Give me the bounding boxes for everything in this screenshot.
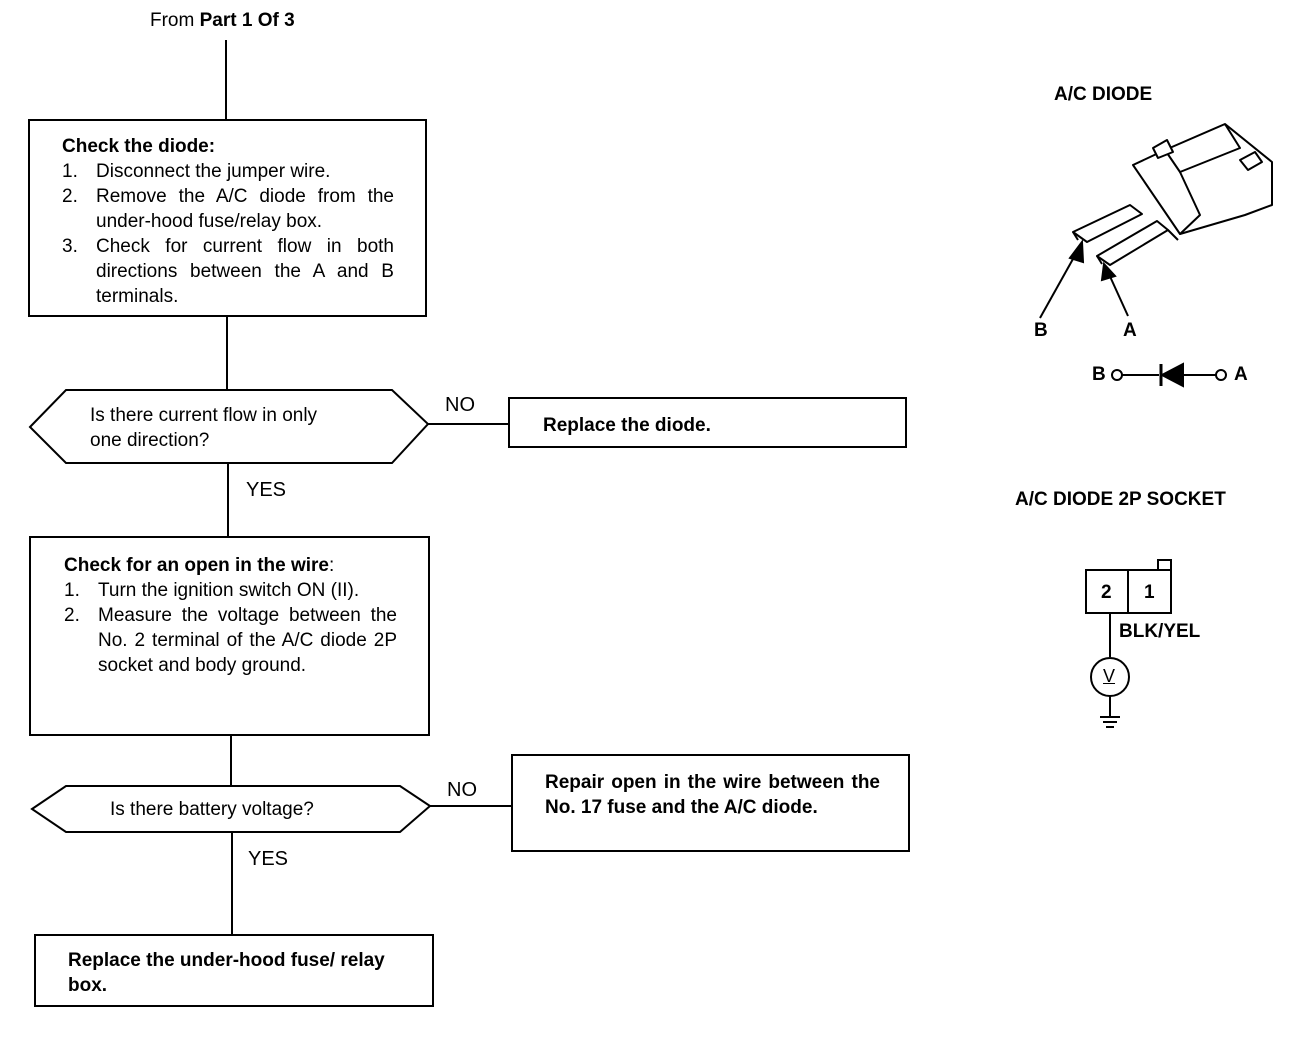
box-title: Check the diode: <box>62 136 216 157</box>
arrowhead-a <box>1100 261 1117 282</box>
step-item: 2. Measure the voltage between the No. 2… <box>64 605 397 676</box>
arrow-a <box>1107 271 1129 317</box>
yes-label: YES <box>246 479 287 501</box>
result-text: Repair open in the wire between the No. … <box>545 772 880 818</box>
step-item: 2. Remove the A/C diode from the under-h… <box>62 186 394 232</box>
ac-diode-illustration <box>1072 123 1273 266</box>
decision-question: Is there current flow in only one direct… <box>90 405 318 451</box>
diode-figure-title: A/C DIODE <box>1054 84 1153 105</box>
socket-figure-title: A/C DIODE 2P SOCKET <box>1015 489 1226 510</box>
socket-pin-1: 1 <box>1144 582 1155 603</box>
header-source: Part 1 Of 3 <box>199 10 295 31</box>
header-text: From Part 1 Of 3 <box>150 8 295 33</box>
header-prefix: From <box>150 10 200 31</box>
result-text: Replace the diode. <box>543 415 711 436</box>
check-diode-box: Check the diode: 1. Disconnect the jumpe… <box>28 119 427 317</box>
diode-symbol-b: B <box>1092 364 1106 385</box>
check-open-box: Check for an open in the wire: 1. Turn t… <box>29 536 430 736</box>
diode-label-a: A <box>1123 320 1137 341</box>
step-item: 1. Disconnect the jumper wire. <box>62 161 331 182</box>
replace-fuse-box: Replace the under-hood fuse/ relay box. <box>34 934 434 1007</box>
decision-question: Is there battery voltage? <box>110 799 314 820</box>
decision-shape <box>30 785 432 833</box>
decision-shape <box>28 389 430 464</box>
box-title: Check for an open in the wire <box>64 555 329 576</box>
step-item: 1. Turn the ignition switch ON (II). <box>64 580 360 601</box>
diode-symbol-a: A <box>1234 364 1248 385</box>
diode-label-b: B <box>1034 320 1048 341</box>
socket-pin-2: 2 <box>1101 582 1112 603</box>
yes-label: YES <box>248 848 289 870</box>
arrowhead-b <box>1068 239 1085 264</box>
repair-open-box: Repair open in the wire between the No. … <box>511 754 910 852</box>
voltmeter-icon: V <box>1103 666 1116 686</box>
step-item: 3. Check for current flow in both direct… <box>62 236 394 307</box>
result-text: Replace the under-hood fuse/ relay box. <box>68 950 385 996</box>
no-label: NO <box>447 779 477 801</box>
no-label: NO <box>445 394 475 416</box>
arrow-b <box>1039 249 1079 319</box>
diode-symbol <box>1111 362 1227 388</box>
wire-color-label: BLK/YEL <box>1119 621 1201 642</box>
socket-schematic <box>1085 559 1172 728</box>
replace-diode-box: Replace the diode. <box>508 397 907 448</box>
